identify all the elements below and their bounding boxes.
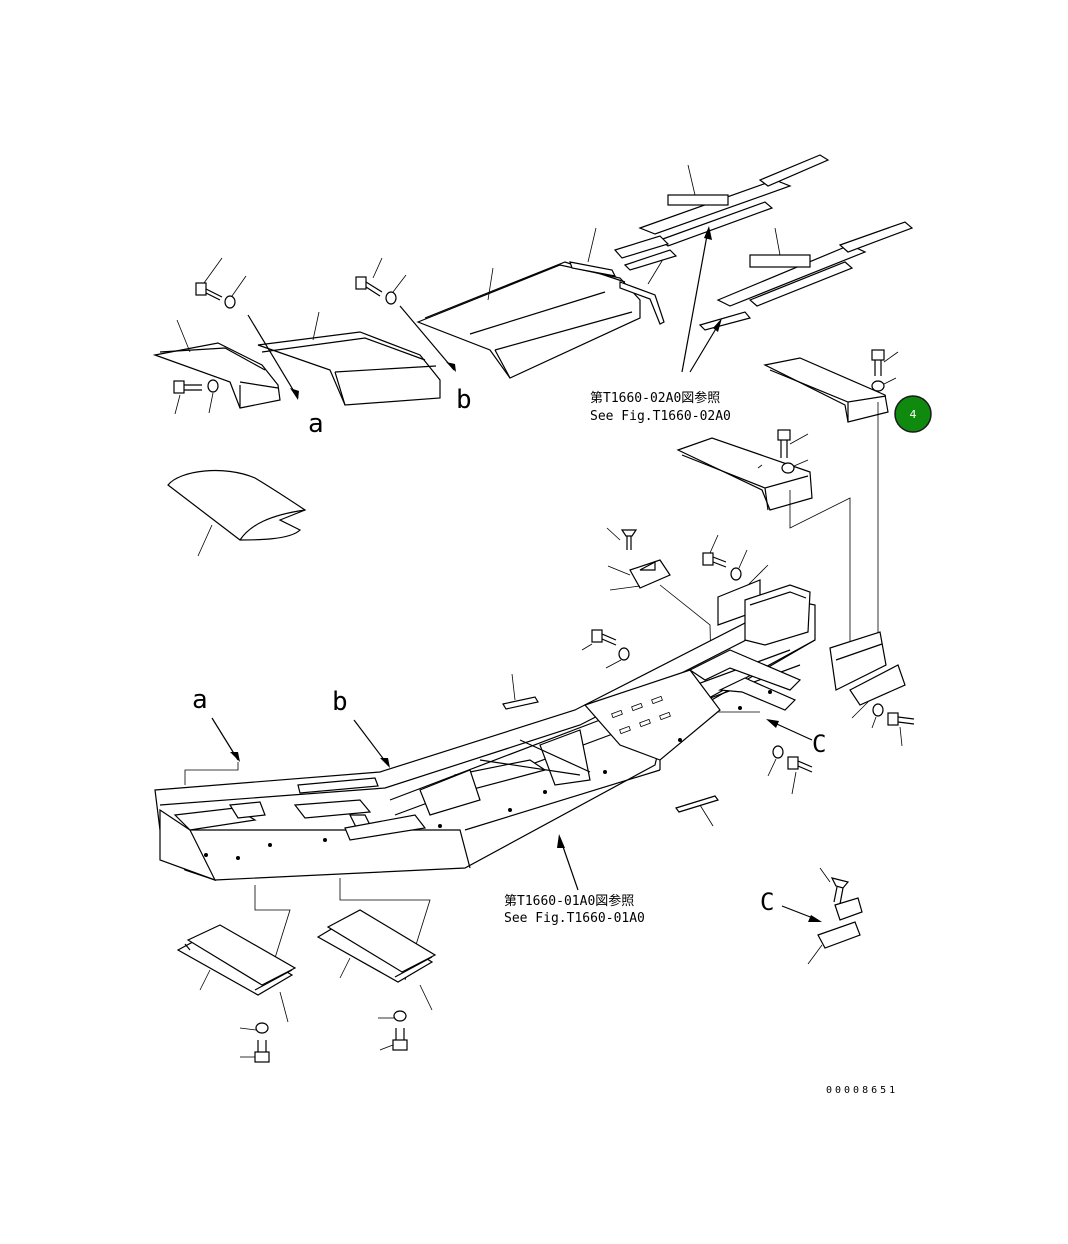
- bolt-icon: [240, 1040, 270, 1063]
- washer-icon: [781, 459, 809, 474]
- washer-icon: [239, 1022, 269, 1034]
- bolt-icon: [887, 712, 915, 747]
- leader-lines: [789, 402, 879, 650]
- washer-icon: [385, 274, 407, 305]
- bolt-icon: [355, 257, 383, 297]
- detail-leaders: [254, 878, 431, 991]
- washer-icon: [871, 377, 897, 392]
- cover-panel: [152, 319, 281, 409]
- washer-icon: [730, 549, 748, 581]
- bolt-icon: [787, 756, 813, 795]
- view-label-b-top: b: [456, 385, 472, 415]
- bolt-icon: [173, 380, 202, 415]
- ref-top-en: See Fig.T1660-02A0: [590, 409, 731, 424]
- channel-bracket-right: [316, 909, 437, 1011]
- bolt-icon: [379, 1028, 408, 1051]
- arrow-icon: [557, 834, 579, 891]
- view-label-a-top: a: [308, 409, 324, 439]
- rubber-sheet: [167, 469, 307, 557]
- arrow-icon: [681, 226, 722, 373]
- washer-icon: [767, 745, 784, 777]
- deck-slots: [611, 695, 671, 735]
- view-label-a-frame: a: [192, 685, 208, 715]
- callout-number: 4: [910, 408, 917, 421]
- washer-icon: [871, 703, 884, 729]
- bracket-plate: [807, 897, 863, 965]
- washer-icon: [207, 379, 219, 414]
- arrow-icon: [184, 717, 240, 785]
- arrow-icon: [399, 305, 456, 372]
- arrow-icon: [766, 719, 813, 741]
- main-frame: [154, 584, 906, 882]
- bolt-icon: [702, 534, 727, 568]
- ref-top-jp: 第T1660-02A0図参照: [590, 390, 720, 406]
- arrow-icon: [781, 905, 822, 922]
- screw-icon: [606, 527, 638, 550]
- cover-group-a: a: [152, 257, 441, 439]
- washer-icon: [224, 275, 247, 309]
- view-label-b-frame: b: [332, 687, 348, 717]
- side-strip: [569, 227, 666, 325]
- bolt-icon: [777, 429, 809, 458]
- bolt-icon: [195, 257, 223, 301]
- drawing-number: 00008651: [826, 1085, 898, 1096]
- bolt-icon: [871, 349, 899, 376]
- cover-panel: [416, 261, 641, 379]
- top-right-cover: [763, 357, 889, 423]
- arrow-icon: [353, 719, 390, 768]
- screw-icon: [819, 867, 850, 905]
- strip-group-lower: [698, 221, 914, 331]
- rivet-holes: [204, 690, 772, 860]
- bolt-icon: [581, 629, 617, 651]
- view-label-c-detail: C: [760, 888, 774, 916]
- channel-bracket-left: [176, 924, 297, 1023]
- cover-panel: [257, 311, 441, 406]
- arrow-icon: [247, 314, 299, 400]
- callout-marker-4[interactable]: 4: [894, 395, 932, 433]
- cover-group-b: b: [355, 227, 666, 415]
- view-label-c-frame: C: [812, 730, 826, 758]
- strip-group-upper: [613, 154, 830, 271]
- washer-icon: [605, 647, 630, 669]
- mid-right-cover: [676, 437, 813, 511]
- ref-bottom-en: See Fig.T1660-01A0: [504, 911, 645, 926]
- washer-icon: [378, 1010, 407, 1022]
- ref-bottom-jp: 第T1660-01A0図参照: [504, 893, 634, 909]
